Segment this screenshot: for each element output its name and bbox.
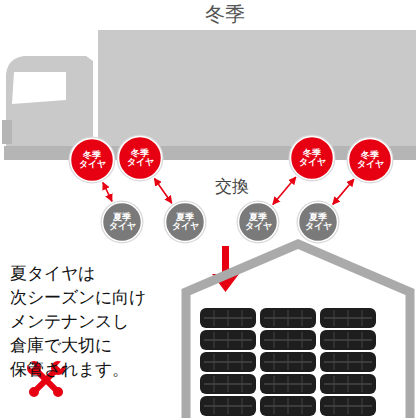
circle-ring: [69, 137, 116, 184]
circle-fill: [291, 137, 334, 180]
circle-ring: [164, 201, 207, 244]
node-label: 夏季 タイヤ: [303, 213, 333, 232]
diagram-title: 冬季: [205, 2, 245, 26]
circle-ring: [347, 137, 394, 184]
circle-fill: [71, 139, 114, 182]
circle-ring: [297, 201, 340, 244]
tire-circle: 冬季 タイヤ: [68, 136, 116, 184]
circle-fill: [299, 203, 338, 242]
circle-fill: [103, 203, 142, 242]
stored-tires: [200, 308, 376, 416]
circle-ring: [101, 201, 144, 244]
exchange-arrow: [333, 179, 354, 204]
warehouse-outline: [186, 244, 410, 418]
truck-bumper: [2, 120, 12, 144]
node-label: 夏季 タイヤ: [243, 213, 273, 232]
tire-circle: 冬季 タイヤ: [116, 134, 164, 182]
tire-circle: 冬季 タイヤ: [288, 134, 336, 182]
exchange-arrow: [103, 183, 112, 202]
node-label: 冬季 タイヤ: [77, 151, 107, 170]
tire-circle: 夏季 タイヤ: [163, 200, 207, 244]
circle-fill: [119, 137, 162, 180]
tire-circle: 冬季 タイヤ: [346, 136, 394, 184]
truck-cargo-box: [98, 30, 416, 148]
circle-ring: [117, 135, 164, 182]
truck-window: [12, 72, 66, 104]
exchange-arrow: [154, 178, 171, 203]
node-label: 冬季 タイヤ: [125, 149, 155, 168]
circle-ring: [237, 201, 280, 244]
node-label: 冬季 タイヤ: [297, 149, 327, 168]
exchange-label: 交換: [215, 176, 249, 196]
note-text: 夏タイヤは 次シーズンに向け メンテナンスし 倉庫で大切に 保管されます。: [10, 262, 150, 382]
tire-circle: 夏季 タイヤ: [100, 200, 144, 244]
circle-fill: [239, 203, 278, 242]
circle-fill: [349, 139, 392, 182]
node-label: 夏季 タイヤ: [170, 213, 200, 232]
tire-circle: 夏季 タイヤ: [296, 200, 340, 244]
node-label: 夏季 タイヤ: [107, 213, 137, 232]
circle-ring: [289, 135, 336, 182]
truck-cab: [6, 56, 93, 150]
circle-fill: [166, 203, 205, 242]
node-label: 冬季 タイヤ: [355, 151, 385, 170]
exchange-arrow: [273, 177, 296, 204]
tire-circle: 夏季 タイヤ: [236, 200, 280, 244]
